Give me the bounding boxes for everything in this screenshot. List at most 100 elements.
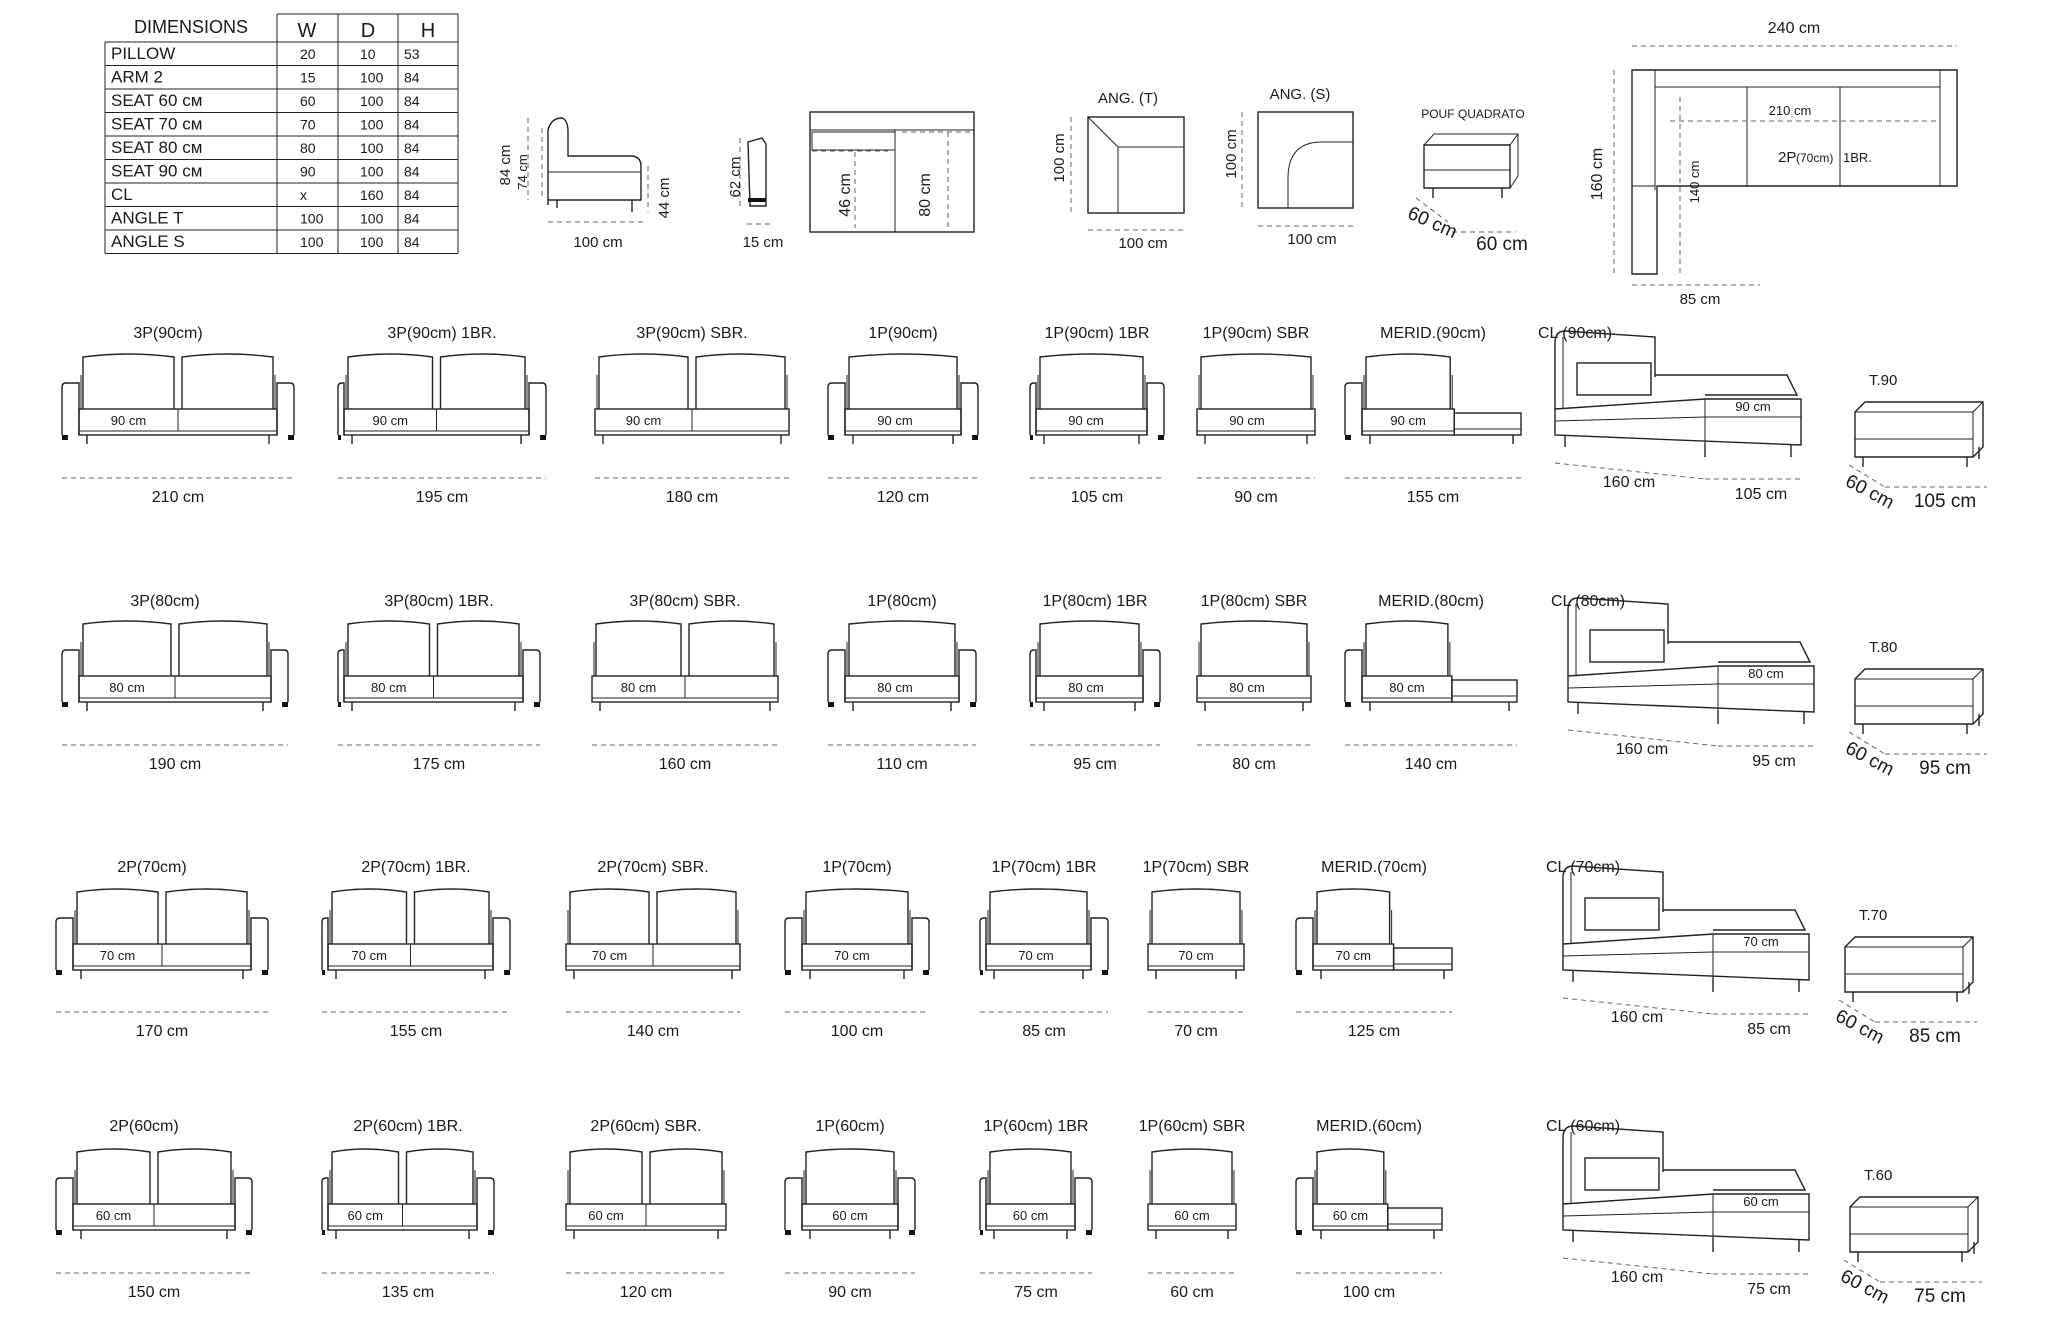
cl-seat-label: 60 cm xyxy=(1743,1194,1778,1209)
back-cushion xyxy=(1039,620,1140,676)
cl-depth-label: 160 cm xyxy=(1611,1269,1663,1286)
back-cushion xyxy=(331,888,408,944)
angle-title: ANG. (T) xyxy=(1098,90,1158,107)
seat-body xyxy=(1035,408,1148,436)
right-arm-foot xyxy=(540,435,546,440)
back-cushion xyxy=(347,353,434,409)
module-title: 3P(90cm) SBR. xyxy=(636,325,747,342)
module-label: 1BR. xyxy=(1843,150,1872,165)
right-arm xyxy=(1142,649,1161,702)
table-cell-w: 15 xyxy=(300,70,316,86)
back-cushion xyxy=(178,620,268,676)
module-title: 3P(80cm) SBR. xyxy=(629,593,740,610)
right-arm-foot xyxy=(972,435,978,440)
left-arm xyxy=(55,1177,74,1230)
seat-width-label: 80 cm xyxy=(1389,680,1424,695)
module-title: 1P(70cm) xyxy=(822,859,891,876)
seat-width-label: 80 cm xyxy=(109,680,144,695)
cl-arm-top xyxy=(1663,1169,1807,1191)
module-title: 2P(70cm) SBR. xyxy=(597,859,708,876)
right-arm-foot xyxy=(1158,435,1164,440)
dimension-line xyxy=(1838,999,1876,1023)
seat-width-label: 90 cm xyxy=(1390,413,1425,428)
module-width-label: 155 cm xyxy=(390,1023,442,1040)
angle-inner xyxy=(1287,141,1353,208)
back-cushion xyxy=(1365,353,1451,409)
left-arm-foot xyxy=(1345,702,1351,707)
cl-arm-top xyxy=(1655,374,1799,396)
seat-width-label: 60 cm xyxy=(1174,1208,1209,1223)
dimension-label: 60 cm xyxy=(1404,203,1460,243)
left-arm-foot xyxy=(1296,970,1302,975)
dimension-line xyxy=(1848,464,1886,488)
seat-body xyxy=(1035,675,1144,703)
back-cushion xyxy=(695,353,786,409)
left-arm-foot xyxy=(56,970,62,975)
seat-body xyxy=(844,675,960,703)
pouf-edge xyxy=(1972,401,1984,413)
cl-width-label: 85 cm xyxy=(1747,1021,1791,1038)
left-arm-foot xyxy=(1345,435,1351,440)
module-width-label: 120 cm xyxy=(620,1284,672,1301)
module-width-label: 85 cm xyxy=(1022,1023,1066,1040)
cl-depth-label: 160 cm xyxy=(1611,1009,1663,1026)
right-arm-foot xyxy=(282,702,288,707)
seat-body xyxy=(985,943,1092,971)
module-width-label: 190 cm xyxy=(149,756,201,773)
seat-width-label: 80 cm xyxy=(371,680,406,695)
arm-base xyxy=(748,198,766,202)
seat-width-label: 60 cm xyxy=(588,1208,623,1223)
module-width-label: 110 cm xyxy=(876,756,927,773)
cl-title: CL (80cm) xyxy=(1551,593,1625,610)
top-outline xyxy=(809,111,975,233)
right-arm xyxy=(960,382,979,435)
back-cushion xyxy=(157,1148,232,1204)
back-cushion xyxy=(405,1148,474,1204)
back-cushion xyxy=(413,888,490,944)
left-arm-foot xyxy=(1030,702,1033,707)
module-width-label: 90 cm xyxy=(1234,489,1278,506)
left-arm xyxy=(827,382,846,435)
seat-width-label: 80 cm xyxy=(1068,680,1103,695)
left-arm xyxy=(55,917,74,970)
seat-body xyxy=(1147,943,1245,971)
table-cell-d: 100 xyxy=(360,234,384,250)
dimension-label: 60 cm xyxy=(1476,234,1528,255)
module-width-label: 100 cm xyxy=(1343,1284,1395,1301)
dimension-label: 85 cm xyxy=(1680,291,1721,308)
seat-width-label: 90 cm xyxy=(1229,413,1264,428)
module-title: MERID.(70cm) xyxy=(1321,859,1427,876)
cl-cushion xyxy=(1576,362,1652,396)
right-arm xyxy=(476,1177,495,1230)
seat-width-label: 80 cm xyxy=(621,680,656,695)
right-arm xyxy=(250,917,269,970)
pouf-title: T.80 xyxy=(1869,639,1897,656)
cl-seat-label: 70 cm xyxy=(1743,934,1778,949)
back-cushion xyxy=(439,353,526,409)
right-arm xyxy=(270,649,289,702)
table-cell-w: 60 xyxy=(300,93,316,109)
left-arm xyxy=(784,1177,803,1230)
table-header-d: D xyxy=(361,20,375,42)
module-title: 1P(60cm) xyxy=(815,1118,884,1135)
cl-cushion xyxy=(1584,897,1660,931)
dimension-line xyxy=(1554,462,1706,480)
arm-outline xyxy=(747,137,767,207)
seat-width-label: 60 cm xyxy=(832,1208,867,1223)
module-title: 1P(60cm) SBR xyxy=(1139,1118,1246,1135)
